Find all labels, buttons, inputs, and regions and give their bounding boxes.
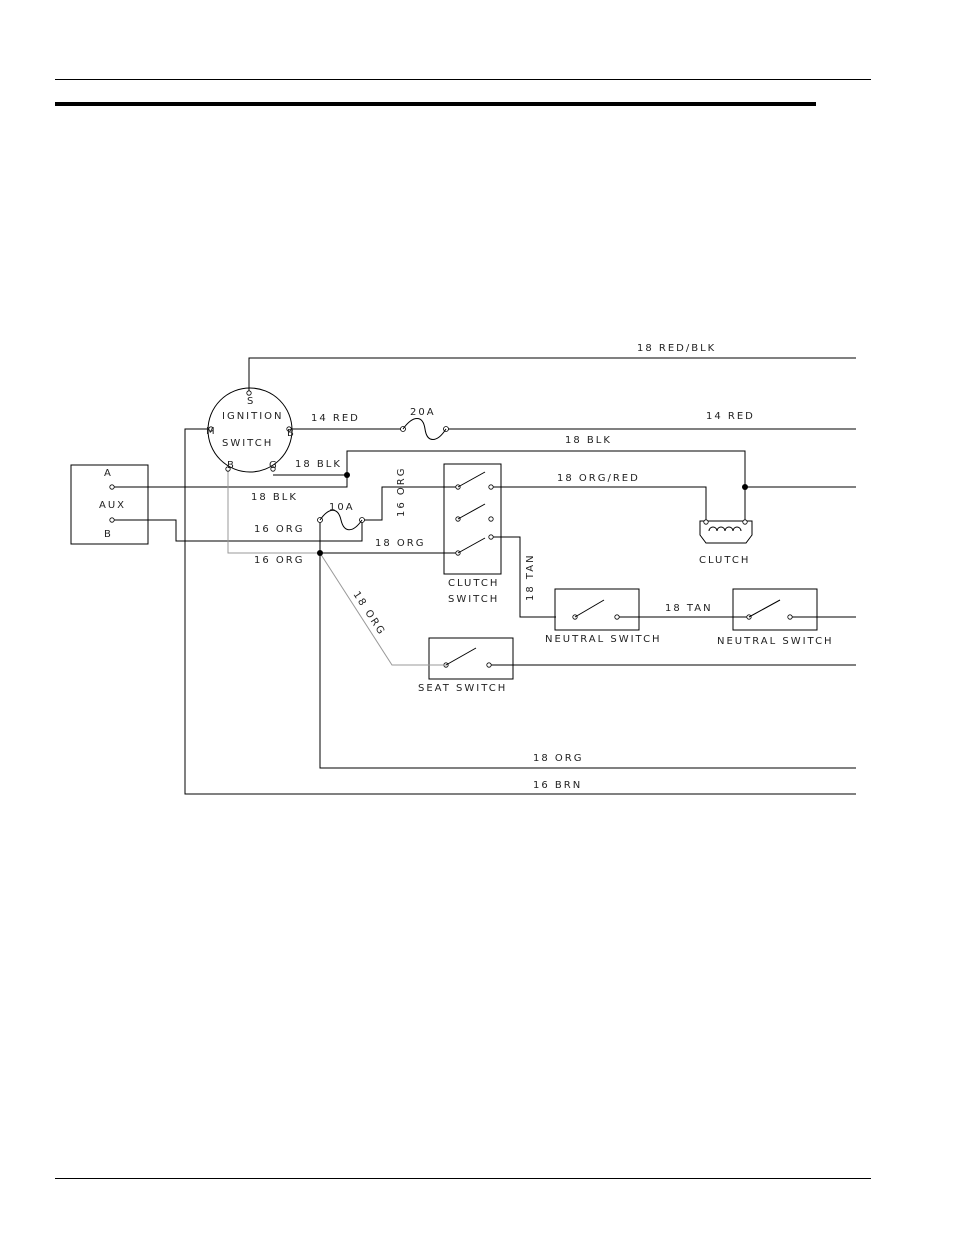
clutch-switch-label-2: SWITCH <box>448 594 499 605</box>
neutral-switch-1 <box>554 588 640 631</box>
aux-term-a: A <box>104 468 113 479</box>
ign-term-g: G <box>269 460 279 471</box>
wire-16-org-ign <box>227 469 320 554</box>
label-18-org-diag: 18 ORG <box>350 590 387 638</box>
header-rule-thick <box>55 102 816 106</box>
neutral-switch-1-label: NEUTRAL SWITCH <box>545 634 662 645</box>
label-fuse-20a: 20A <box>410 407 436 418</box>
ign-term-b-left: B <box>227 460 236 471</box>
junction-dot-clutch <box>742 484 748 490</box>
footer-rule <box>55 1178 871 1179</box>
wire-18-blk-top <box>346 450 746 487</box>
wire-aux-b <box>112 519 363 542</box>
label-18-org-bottom: 18 ORG <box>533 753 583 764</box>
wire-16-org-fuse <box>362 486 458 521</box>
neutral-switch-2-label: NEUTRAL SWITCH <box>717 636 834 647</box>
junction-dot-blk <box>344 472 350 478</box>
label-16-org-a: 16 ORG <box>254 524 304 535</box>
label-18-blk-top: 18 BLK <box>565 435 612 446</box>
wire-18-tan-vert <box>491 536 556 618</box>
ign-label-2: SWITCH <box>222 438 273 449</box>
ignition-switch <box>207 387 293 473</box>
wire-18-red-blk <box>248 357 856 393</box>
label-18-tan-vert: 18 TAN <box>525 553 536 601</box>
label-14-red-right: 14 RED <box>706 411 755 422</box>
label-14-red-left: 14 RED <box>311 413 360 424</box>
label-16-org-vert: 16 ORG <box>396 467 407 517</box>
ign-term-m: M <box>206 426 217 437</box>
ign-label-1: IGNITION <box>222 411 284 422</box>
clutch-coil <box>699 519 753 544</box>
fuse-10a <box>317 509 365 531</box>
seat-switch <box>416 637 514 680</box>
fuse-20a <box>400 418 449 440</box>
label-18-org-clutch: 18 ORG <box>375 538 425 549</box>
clutch-label: CLUTCH <box>699 555 750 566</box>
label-18-tan-horiz: 18 TAN <box>665 603 713 614</box>
wire-16-brn <box>184 428 856 795</box>
clutch-switch <box>443 463 502 575</box>
label-18-blk-ign: 18 BLK <box>295 459 342 470</box>
aux-label: AUX <box>99 500 126 511</box>
label-18-red-blk: 18 RED/BLK <box>637 343 716 354</box>
seat-switch-label: SEAT SWITCH <box>418 683 507 694</box>
aux-term-b: B <box>104 529 113 540</box>
label-18-org-red: 18 ORG/RED <box>557 473 640 484</box>
clutch-switch-label-1: CLUTCH <box>448 578 499 589</box>
neutral-switch-2 <box>732 588 818 631</box>
wire-18-org-diag <box>319 552 416 666</box>
header-rule-thin <box>55 79 871 80</box>
label-16-brn: 16 BRN <box>533 780 582 791</box>
wire-18-org-bottom <box>319 553 856 769</box>
ign-term-b-right: B <box>287 428 296 439</box>
label-18-blk-aux: 18 BLK <box>251 492 298 503</box>
junction-dot-org <box>317 550 323 556</box>
label-16-org-b: 16 ORG <box>254 555 304 566</box>
aux-connector <box>70 464 149 545</box>
wire-18-org-red <box>491 486 707 522</box>
ign-term-s: S <box>247 396 255 407</box>
wire-18-blk-aux <box>112 475 348 488</box>
label-fuse-10a: 10A <box>329 502 355 513</box>
